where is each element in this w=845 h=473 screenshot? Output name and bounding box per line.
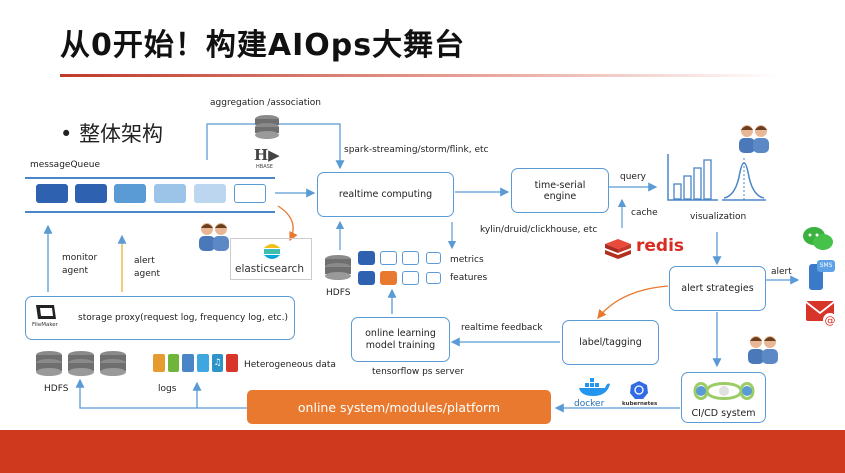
cicd-label: CI/CD system <box>691 408 756 419</box>
alert-label: alert <box>771 267 792 277</box>
cache-label: cache <box>631 208 658 218</box>
docker-label: docker <box>574 399 605 409</box>
spark-label: spark-streaming/storm/flink, etc <box>344 145 489 155</box>
online-system-bar: online system/modules/platform <box>247 390 551 424</box>
time-serial-engine-box: time-serial engine <box>511 168 609 213</box>
metrics-label: metrics <box>450 255 484 265</box>
queue-slot <box>234 184 266 203</box>
page-title: 从0开始！构建AIOps大舞台 <box>60 28 466 63</box>
email-icon: @ <box>805 301 837 327</box>
feature-cell <box>358 271 375 285</box>
queue-slot <box>154 184 186 203</box>
hdfs-cluster-icon <box>36 351 126 376</box>
mq-bottom-line <box>25 211 275 213</box>
elasticsearch-icon <box>264 244 280 259</box>
docker-icon <box>579 378 610 396</box>
filemaker-icon <box>36 305 56 319</box>
aggregation-label: aggregation /association <box>210 98 321 108</box>
queue-slot <box>75 184 107 203</box>
image-file-icon <box>153 354 165 372</box>
pdf-file-icon <box>226 354 239 372</box>
sms-badge: SMS <box>817 260 835 272</box>
hbase-label: HBASE <box>256 164 273 170</box>
hdfs-bottom-label: HDFS <box>44 384 69 394</box>
online-learning-box: online learning model training <box>351 317 450 362</box>
image-file-icon <box>167 354 180 372</box>
alert-strategies-box: alert strategies <box>669 266 766 311</box>
title-underline <box>60 74 780 77</box>
query-label: query <box>620 172 646 182</box>
label-tagging-box: label/tagging <box>562 320 659 365</box>
wechat-icon <box>803 227 833 250</box>
feature-cell <box>426 272 441 284</box>
sms-phone-icon: SMS <box>805 260 835 292</box>
metric-cell <box>402 251 419 265</box>
devops-loop-icon <box>693 382 755 400</box>
message-queue-label: messageQueue <box>30 160 101 170</box>
elasticsearch-panel: elasticsearch <box>230 238 312 280</box>
metric-cell <box>380 251 397 265</box>
alert-agent-label: alert agent <box>134 256 160 279</box>
realtime-computing-box: realtime computing <box>317 172 454 217</box>
kubernetes-icon <box>630 381 648 399</box>
filemaker-label: FileMaker <box>32 322 58 328</box>
team-icon <box>739 125 769 153</box>
hdfs-mid-label: HDFS <box>326 288 351 298</box>
visualization-label: visualization <box>690 212 747 222</box>
heterogeneous-label: Heterogeneous data <box>244 360 336 370</box>
feature-cell <box>402 271 419 285</box>
mq-top-line <box>25 177 275 179</box>
kylin-label: kylin/druid/clickhouse, etc <box>480 225 598 235</box>
queue-slot <box>194 184 226 203</box>
document-file-icon <box>182 354 195 372</box>
feature-cell <box>380 271 397 285</box>
elasticsearch-label: elasticsearch <box>235 263 304 275</box>
queue-slot <box>36 184 68 203</box>
redis-label: redis <box>636 236 685 256</box>
realtime-feedback-label: realtime feedback <box>461 323 543 333</box>
redis-icon <box>605 239 631 259</box>
kubernetes-label: kubernetes <box>622 401 658 407</box>
metric-cell <box>426 252 441 264</box>
monitor-agent-label: monitor agent <box>62 253 98 276</box>
log-files-icons: ♫ <box>153 354 239 374</box>
text-file-icon <box>197 354 209 372</box>
storage-proxy-box: storage proxy(request log, frequency log… <box>25 296 295 340</box>
music-file-icon: ♫ <box>211 354 224 372</box>
queue-slot <box>114 184 146 203</box>
tensorflow-label: tensorflow ps server <box>372 367 464 377</box>
footer-bar <box>0 430 845 473</box>
storage-proxy-label: storage proxy(request log, frequency log… <box>78 313 289 323</box>
hbase-logo-icon: H▶ <box>254 146 280 164</box>
svg-text:@: @ <box>825 314 836 327</box>
metric-cell <box>358 251 375 265</box>
database-icon <box>325 255 351 280</box>
logs-label: logs <box>158 384 177 394</box>
chart-icon <box>667 154 766 201</box>
team-icon <box>748 336 778 364</box>
database-icon <box>255 115 279 139</box>
features-label: features <box>450 273 488 283</box>
bullet-heading: • 整体架构 <box>60 122 164 146</box>
bullet-text: 整体架构 <box>79 122 164 146</box>
team-icon <box>199 223 229 251</box>
